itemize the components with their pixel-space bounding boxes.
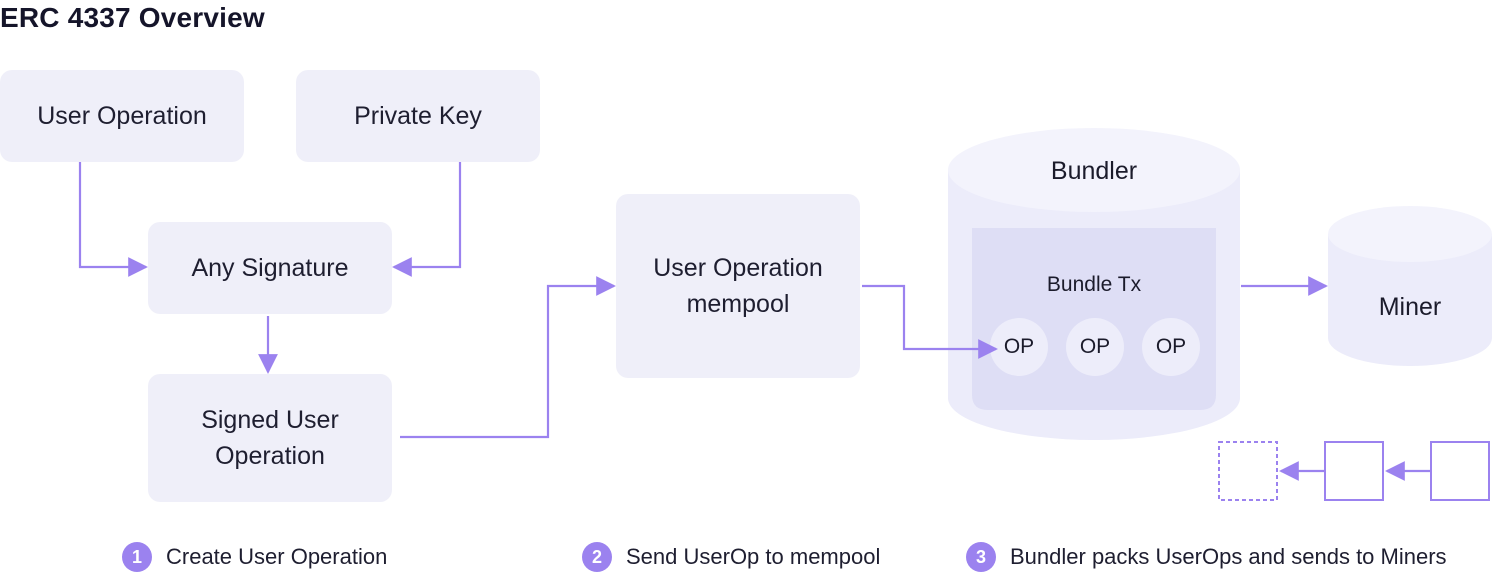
step-2-label: Send UserOp to mempool bbox=[626, 544, 881, 569]
step-3-label: Bundler packs UserOps and sends to Miner… bbox=[1010, 544, 1447, 569]
pending-block-icon bbox=[1218, 441, 1278, 501]
block-icon-right bbox=[1430, 441, 1490, 501]
op-circle-3 bbox=[1142, 318, 1200, 376]
block-icon-middle bbox=[1324, 441, 1384, 501]
bundle-tx-label: Bundle Tx bbox=[1046, 273, 1142, 296]
step-1: 1 Create User Operation bbox=[122, 540, 387, 574]
any-signature-label: Any Signature bbox=[191, 254, 349, 282]
arrow-signed-to-mempool bbox=[400, 276, 616, 439]
op-circle-2 bbox=[1066, 318, 1124, 376]
miner-label: Miner bbox=[1378, 293, 1442, 321]
signed-user-operation-label-line2: Operation bbox=[215, 442, 325, 470]
op-label-3: OP bbox=[1155, 335, 1187, 358]
miner-cylinder bbox=[1328, 206, 1492, 366]
step-1-label: Create User Operation bbox=[166, 544, 388, 569]
any-signature-node: Any Signature bbox=[148, 222, 392, 314]
user-operation-node: User Operation bbox=[0, 70, 244, 162]
arrow-mempool-to-op bbox=[862, 284, 998, 359]
diagram-title: ERC 4337 Overview bbox=[0, 2, 265, 33]
signed-user-operation-label-line1: Signed User bbox=[201, 406, 339, 434]
private-key-label: Private Key bbox=[354, 102, 482, 130]
signed-user-operation-node: Signed User Operation bbox=[148, 374, 392, 502]
mempool-label-line2: mempool bbox=[686, 290, 790, 318]
user-operation-label: User Operation bbox=[37, 102, 207, 130]
mempool-node: User Operation mempool bbox=[616, 194, 860, 378]
op-label-1: OP bbox=[1003, 335, 1035, 358]
private-key-node: Private Key bbox=[296, 70, 540, 162]
step-1-number: 1 bbox=[122, 542, 152, 572]
step-3: 3 Bundler packs UserOps and sends to Min… bbox=[966, 540, 1447, 574]
arrow-userop-to-signature bbox=[78, 162, 148, 277]
step-3-number: 3 bbox=[966, 542, 996, 572]
op-circle-1 bbox=[990, 318, 1048, 376]
step-2-number: 2 bbox=[582, 542, 612, 572]
bundler-cylinder bbox=[948, 128, 1240, 440]
block-chain-icon bbox=[1218, 441, 1490, 501]
bundler-label: Bundler bbox=[1050, 157, 1138, 185]
mempool-label-line1: User Operation bbox=[653, 254, 823, 282]
op-label-2: OP bbox=[1079, 335, 1111, 358]
arrow-privatekey-to-signature bbox=[392, 162, 462, 277]
step-2: 2 Send UserOp to mempool bbox=[582, 540, 880, 574]
